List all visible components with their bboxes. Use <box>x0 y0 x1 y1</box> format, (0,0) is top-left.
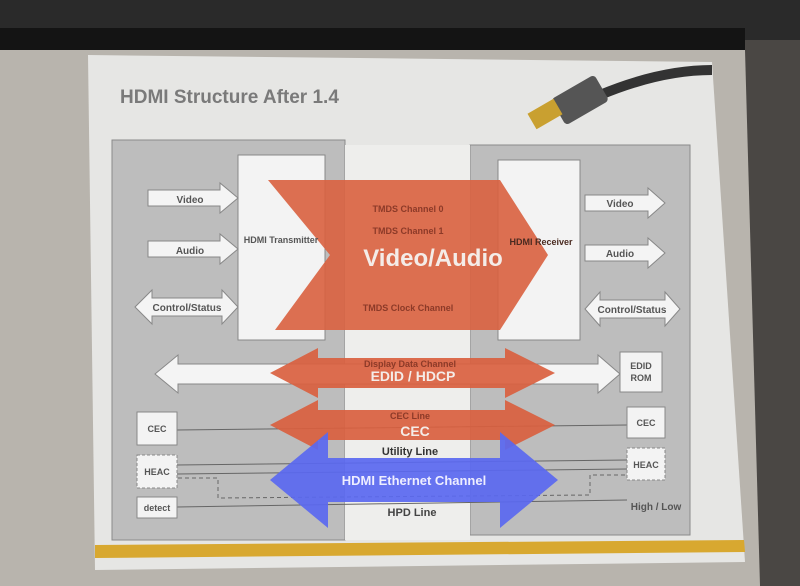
ddc-label: Display Data Channel <box>364 359 456 369</box>
edid-rom-label-2: ROM <box>631 373 652 383</box>
transmitter-label: HDMI Transmitter <box>244 235 319 245</box>
audio-out-arrow <box>584 236 666 270</box>
video-audio-label: Video/Audio <box>363 245 503 272</box>
control-status-left-label: Control/Status <box>153 303 222 314</box>
utility-line-label: Utility Line <box>382 446 438 458</box>
cec-left-label: CEC <box>147 424 167 434</box>
video-out-label: Video <box>606 199 633 210</box>
tmds-ch1-label: TMDS Channel 1 <box>372 226 443 236</box>
hdmi-connector-icon <box>527 65 713 130</box>
hpd-line <box>176 499 628 508</box>
detect-box <box>136 496 178 519</box>
control-status-right-arrow <box>584 290 681 328</box>
video-in-label: Video <box>176 195 203 206</box>
high-low-label: High / Low <box>631 502 682 513</box>
edid-hdcp-label: EDID / HDCP <box>371 368 456 384</box>
audio-in-arrow <box>147 232 239 266</box>
control-status-left-arrow <box>134 288 239 326</box>
video-out-arrow <box>584 186 666 220</box>
edid-hdcp-arrow <box>270 348 555 398</box>
heac-right-label: HEAC <box>633 460 659 470</box>
tmds-ch0-label: TMDS Channel 0 <box>372 204 443 214</box>
detect-label: detect <box>144 503 171 513</box>
heac-left-box <box>136 454 178 489</box>
video-audio-chevron <box>268 180 548 330</box>
edid-rom-label-1: EDID <box>630 361 652 371</box>
screen-top-bar <box>0 28 745 50</box>
receiver-label: HDMI Receiver <box>509 237 573 247</box>
audio-in-label: Audio <box>176 246 204 257</box>
cec-right-label: CEC <box>636 418 656 428</box>
hec-label: HDMI Ethernet Channel <box>342 473 486 488</box>
control-status-right-label: Control/Status <box>598 305 667 316</box>
hec-arrow <box>270 432 558 528</box>
slide-title: HDMI Structure After 1.4 <box>120 87 339 108</box>
edid-rom-box <box>619 351 663 393</box>
cec-arrow <box>270 400 555 450</box>
cec-overlay-label: CEC <box>400 423 430 439</box>
cec-right-box <box>626 406 666 439</box>
cec-line-label: CEC Line <box>390 411 430 421</box>
tmds-clock-label: TMDS Clock Channel <box>363 303 454 313</box>
heac-right-box <box>626 447 666 481</box>
heac-left-label: HEAC <box>144 467 170 477</box>
cec-left-box <box>136 411 178 446</box>
audio-out-label: Audio <box>606 249 634 260</box>
hpd-line-label: HPD Line <box>388 507 437 519</box>
video-in-arrow <box>147 181 239 215</box>
accent-line <box>95 540 745 558</box>
